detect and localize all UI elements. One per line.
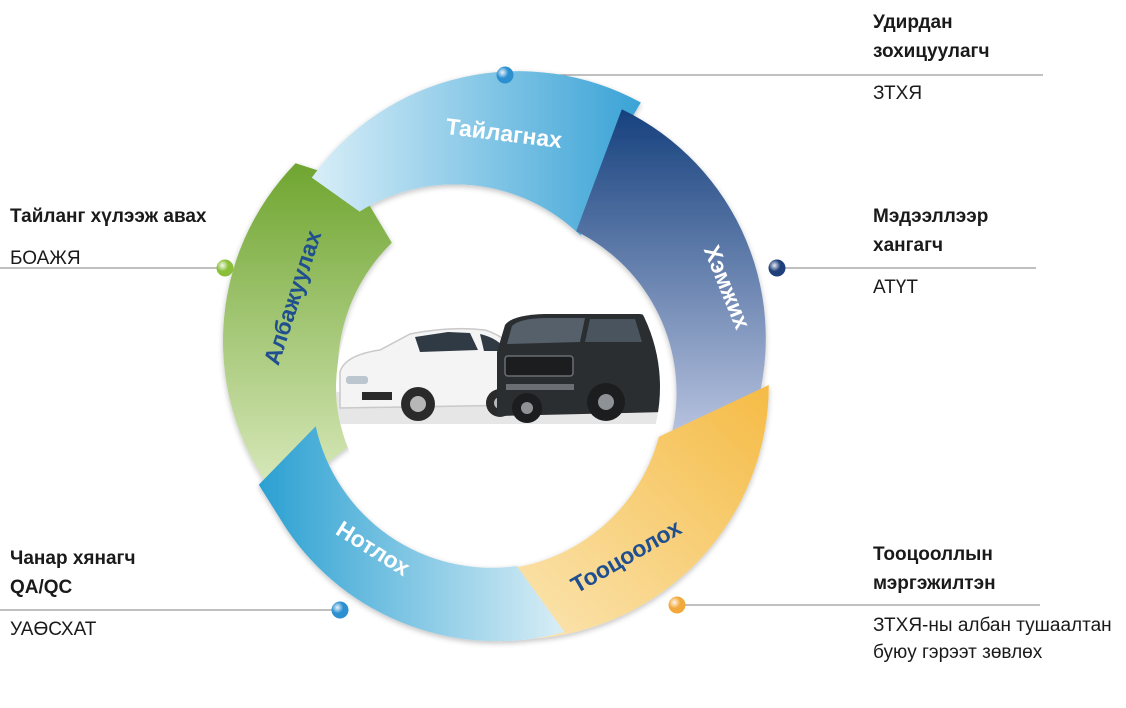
segment-albajuulah: [222, 163, 392, 501]
role-medeelel: Мэдээллээр хангагч АТҮТ: [873, 202, 1038, 301]
role-tootsoolol: Тооцооллын мэргэжилтэн ЗТХЯ-ны албан туш…: [873, 540, 1113, 666]
dot-chanar: [331, 601, 349, 619]
connector-lines: [0, 74, 1043, 611]
role-title: Тооцооллын мэргэжилтэн: [873, 544, 996, 594]
segment-notloh: [258, 426, 565, 642]
role-org: ЗТХЯ-ны албан тушаалтан буюу гэрээт зөвл…: [873, 615, 1112, 663]
black-suv-icon: [497, 314, 660, 423]
role-tailang: Тайланг хүлээж авах БОАЖЯ: [10, 202, 225, 272]
ring: [222, 71, 769, 642]
dot-tailang: [216, 259, 234, 277]
white-car-icon: [339, 327, 523, 421]
role-title: Мэдээллээр хангагч: [873, 206, 989, 256]
role-org: УАӨСХАТ: [10, 619, 97, 640]
role-chanar: Чанар хянагч QA/QC УАӨСХАТ: [10, 544, 210, 643]
role-org: ЗТХЯ: [873, 83, 923, 104]
segment-hemjih: [576, 109, 766, 465]
role-title: Тайланг хүлээж авах: [10, 206, 207, 227]
dot-tootsoolol: [668, 596, 686, 614]
role-org: БОАЖЯ: [10, 248, 81, 269]
segment-tailagnah: [311, 71, 641, 236]
role-udirdan: Удирдан зохицуулагч ЗТХЯ: [873, 8, 1048, 107]
cars-photo: [336, 225, 660, 549]
role-title: Удирдан зохицуулагч: [873, 12, 990, 62]
segment-tootsooloh: [493, 385, 769, 639]
role-org: АТҮТ: [873, 277, 918, 298]
dot-udirdan: [496, 66, 514, 84]
connector-dots: [216, 66, 786, 619]
dot-medeelel: [768, 259, 786, 277]
role-title: Чанар хянагч QA/QC: [10, 548, 136, 598]
